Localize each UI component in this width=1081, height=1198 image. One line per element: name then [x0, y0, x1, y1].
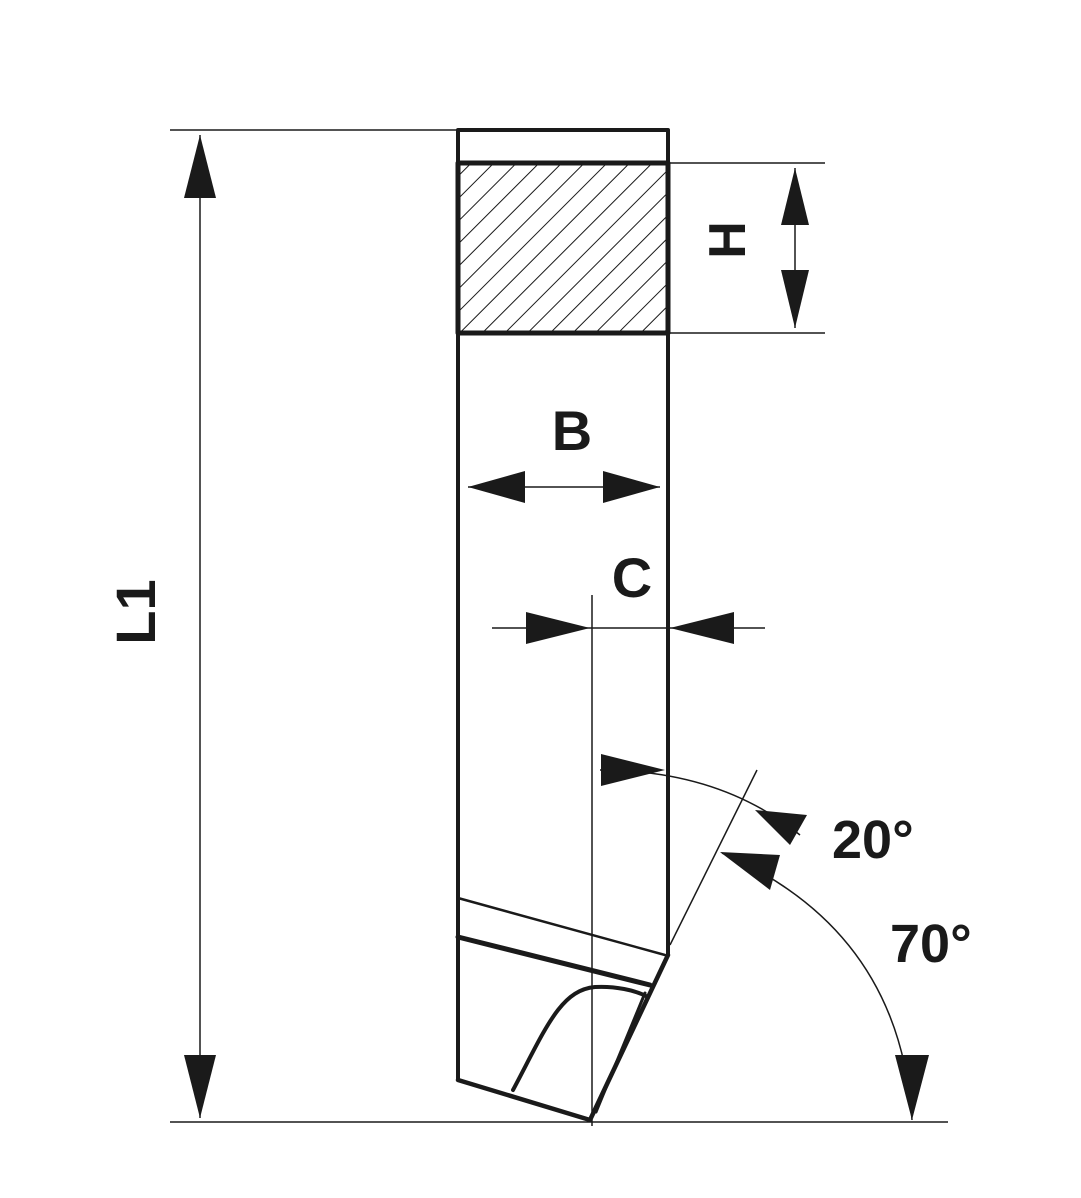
arrow-down-icon [184, 1055, 216, 1118]
arrowheads [184, 135, 929, 1120]
label-b: B [552, 399, 592, 462]
chip-breaker-curve [511, 984, 650, 1092]
arrow-left-icon [468, 471, 525, 503]
tool-top-end [456, 128, 670, 165]
arrow-icon [720, 852, 780, 890]
arrow-right-icon [601, 754, 665, 786]
tip-outline [455, 952, 671, 1123]
tip-chamfer [594, 991, 647, 1114]
arrow-up-icon [184, 135, 216, 198]
insert-line-thin [456, 896, 667, 957]
arrow-right-icon [526, 612, 590, 644]
label-h: H [699, 221, 757, 259]
arrow-right-icon [603, 471, 660, 503]
insert-line-thick [455, 934, 653, 988]
arrow-down-icon [895, 1055, 929, 1120]
arrow-icon [755, 810, 807, 845]
label-angle-20: 20° [832, 810, 914, 870]
label-l1: L1 [104, 579, 167, 644]
arrow-left-icon [670, 612, 734, 644]
arrow-down-icon [781, 270, 809, 328]
label-c: C [612, 546, 652, 609]
tool-body [455, 128, 671, 1123]
hatched-section [455, 160, 671, 336]
label-angle-70: 70° [890, 914, 972, 974]
arrow-up-icon [781, 168, 809, 225]
